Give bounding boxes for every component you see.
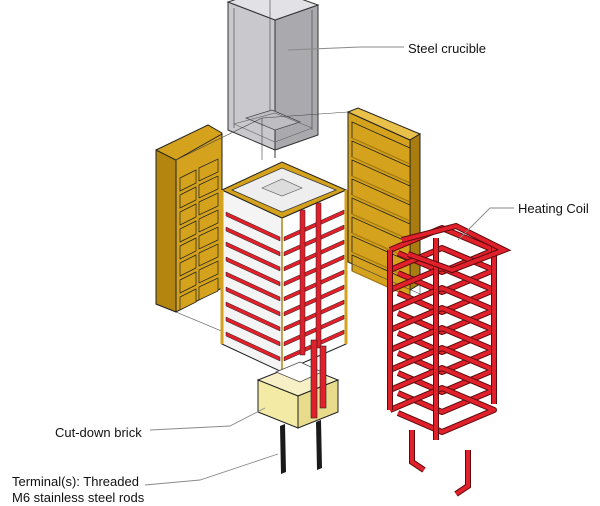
left-brick [198,209,219,233]
core-heating-groove [225,301,281,332]
core-heating-groove [283,314,345,347]
core-heating-groove [225,226,281,257]
core-heating-groove [283,239,345,272]
core-element-leads [310,339,327,419]
coil-top-loop [401,223,509,273]
left-brick [179,169,197,192]
terminals-label-line1: Terminal(s): Threaded [12,474,139,489]
left-brick [179,220,197,243]
left-brick [198,243,219,267]
core-heating-groove [225,256,281,287]
left-brick [179,254,197,277]
terminal-rods [280,420,322,474]
left-brick [198,175,219,199]
left-brick [198,158,219,182]
left-brick [179,237,197,260]
core-heating-groove [225,286,281,317]
left-brick [198,192,219,216]
core-heating-groove [225,331,281,362]
left-brick [198,226,219,250]
core-heating-groove [283,254,345,287]
right-brick-panel [346,107,422,298]
coil-lead-tail [410,430,426,472]
left-brick [179,186,197,209]
core-heating-groove [225,241,281,272]
core-heating-groove [283,284,345,317]
heating-coil-icon [387,222,512,497]
core-heating-groove [225,211,281,242]
core-heating-groove [225,271,281,302]
cut-down-brick-block [256,361,340,429]
coil-lead-tail [454,450,470,496]
left-brick [179,288,197,311]
kiln-core [220,161,348,373]
core-vertical-groove [315,202,322,349]
steel-crucible-icon [226,0,320,158]
core-heating-groove [283,209,345,242]
core-vertical-groove [299,209,306,356]
left-brick-panel [155,124,223,313]
core-heating-groove [283,299,345,332]
cut-down-brick-label: Cut-down brick [55,425,142,440]
coil-loop [389,386,496,434]
steel-crucible-label: Steel crucible [408,41,487,56]
terminals-label-line2: M6 stainless steel rods [12,490,145,505]
left-brick [179,203,197,226]
heating-coil-label: Heating Coil [518,201,589,216]
core-heating-groove [283,269,345,302]
left-brick [198,260,219,284]
leader-lines [144,46,514,486]
core-heating-groove [225,316,281,347]
core-heating-groove [283,224,345,257]
left-brick [179,271,197,294]
left-brick [198,277,219,301]
